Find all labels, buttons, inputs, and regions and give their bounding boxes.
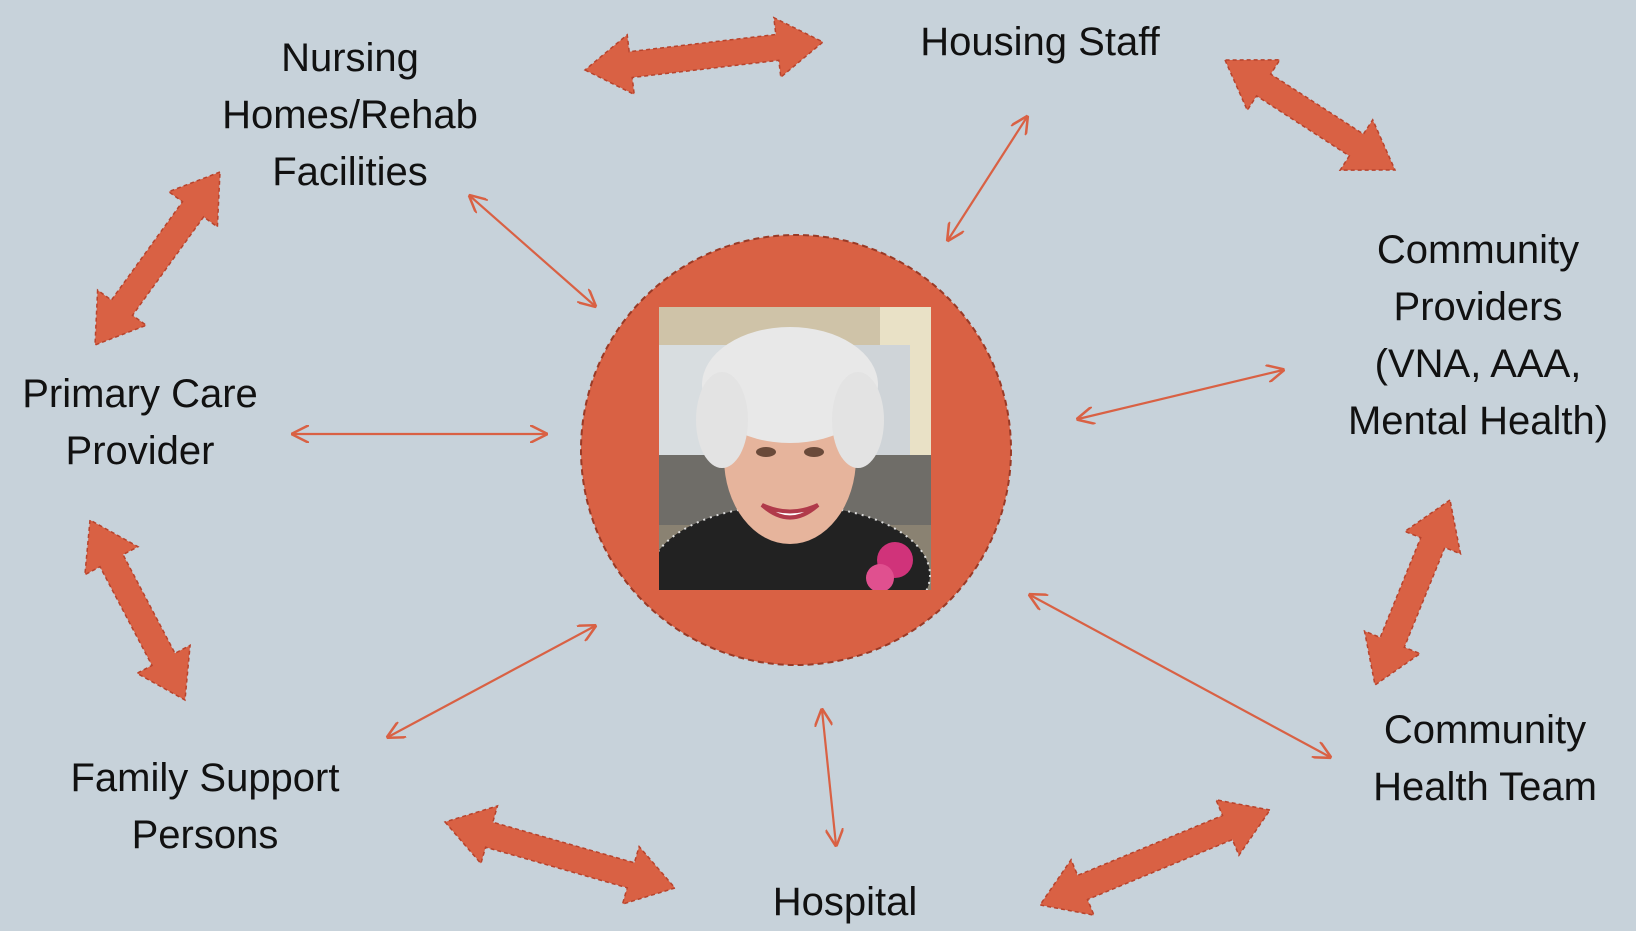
node-primary-line-1: Primary Care xyxy=(22,372,258,416)
arrow-nursing-housing xyxy=(583,16,825,96)
arrow-community-cht xyxy=(1363,498,1462,687)
node-hospital-line-1: Hospital xyxy=(772,880,918,924)
link-center-family xyxy=(388,626,595,737)
link-center-cht xyxy=(1030,595,1330,757)
arrow-nursing-primary xyxy=(94,170,221,347)
link-center-hospital xyxy=(822,710,836,845)
node-primary-care: Primary Care Provider xyxy=(0,366,280,480)
node-nursing-line-1: Nursing xyxy=(281,36,419,80)
node-family-line-2: Persons xyxy=(131,813,279,857)
arrow-cht-hospital xyxy=(1038,798,1272,917)
arrow-primary-family xyxy=(84,518,191,702)
node-community-line-3: (VNA, AAA, xyxy=(1374,342,1582,386)
link-center-nursing xyxy=(470,196,595,306)
photo-of-smiling-elderly-woman xyxy=(659,307,931,590)
node-family-line-1: Family Support xyxy=(70,756,340,800)
link-center-housing xyxy=(948,117,1027,240)
node-community-health-team: Community Health Team xyxy=(1340,702,1630,816)
node-community-line-2: Providers xyxy=(1393,285,1563,329)
node-cht-line-2: Health Team xyxy=(1373,765,1597,809)
node-hospital: Hospital xyxy=(720,874,970,931)
node-housing-staff: Housing Staff xyxy=(880,14,1200,71)
node-community-line-4: Mental Health) xyxy=(1347,399,1609,443)
node-nursing-homes: Nursing Homes/Rehab Facilities xyxy=(180,30,520,201)
arrow-family-hospital xyxy=(443,804,677,906)
link-center-community xyxy=(1078,370,1283,419)
arrow-housing-community xyxy=(1223,59,1397,171)
node-primary-line-2: Provider xyxy=(65,429,215,473)
node-nursing-line-2: Homes/Rehab xyxy=(222,93,478,137)
node-family-support: Family Support Persons xyxy=(40,750,370,864)
node-cht-line-1: Community xyxy=(1383,708,1587,752)
node-housing-line-1: Housing Staff xyxy=(920,20,1160,64)
node-community-providers: Community Providers (VNA, AAA, Mental He… xyxy=(1320,222,1636,450)
node-community-line-1: Community xyxy=(1376,228,1580,272)
node-nursing-line-3: Facilities xyxy=(272,150,428,194)
